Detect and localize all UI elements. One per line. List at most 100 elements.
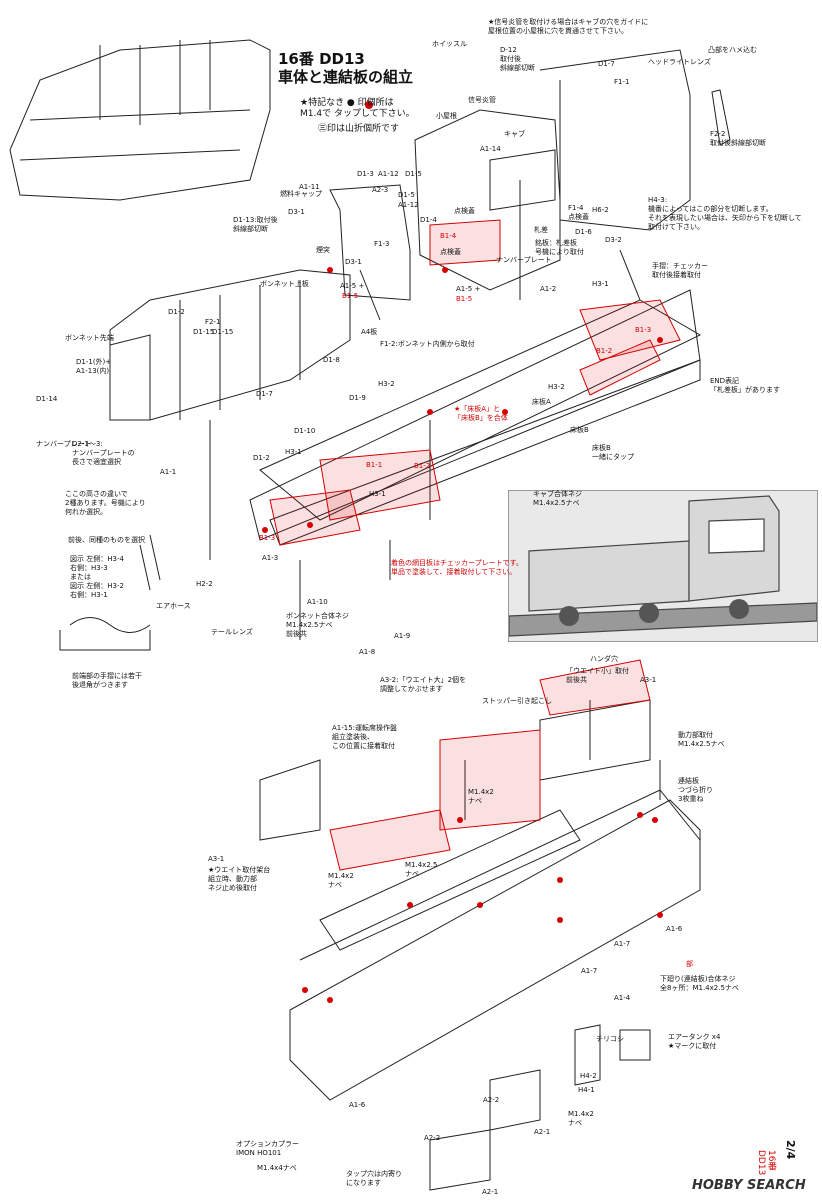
tap-note: ★特記なき ● 印個所は M1.4で タップして下さい。: [300, 98, 415, 119]
part-label: ボンネット先端: [65, 334, 114, 342]
part-label: A1-1: [160, 468, 177, 476]
part-label: エアータンク x4 ★マークに取付: [668, 1033, 721, 1050]
part-label: A1-4: [614, 994, 631, 1002]
part-label: タップ穴は内寄り になります: [346, 1170, 402, 1187]
cab-photo: [508, 490, 818, 642]
part-label: H2-2: [196, 580, 213, 588]
part-label: ★ウエイト取付架台 組立時、動力部 ネジ止め後取付: [208, 866, 271, 892]
part-label: D1-7: [256, 390, 273, 398]
part-label: D1-15: [193, 328, 215, 336]
part-label: テールレンズ: [211, 628, 253, 636]
part-label: D1-6: [575, 228, 592, 236]
part-label: A3-1: [640, 676, 657, 684]
part-label: B1-4: [440, 232, 457, 240]
part-label: D1-15: [212, 328, 234, 336]
title-line1: 16番 DD13: [278, 50, 365, 68]
part-label: B1-3: [635, 326, 652, 334]
page-number: 2/4: [784, 1140, 797, 1160]
part-label: D1-4: [420, 216, 437, 224]
part-label: ここの高さの違いで 2種あります。号機により 何れか選択。: [65, 490, 146, 516]
part-label: A1-15:運転席操作盤 組立塗装後、 この位置に接着取付: [332, 724, 398, 750]
part-label: 手摺：チェッカー 取付後接着取付: [652, 262, 708, 279]
part-label: A1-6: [666, 925, 683, 933]
part-label: M1.4x2 ナベ: [328, 872, 354, 889]
part-label: H3-1: [369, 490, 386, 498]
part-label: D1-13:取付後 斜線部切断: [233, 216, 278, 233]
title-line2: 車体と連結板の組立: [278, 68, 414, 86]
part-label: 前端部の手摺には若干 後退角がつきます: [72, 672, 142, 689]
part-label: M1.4x2 ナベ: [468, 788, 494, 805]
cab-photo-art: [509, 495, 817, 637]
part-label: B1-3: [259, 534, 276, 542]
part-label: B1-5: [342, 292, 359, 300]
h43-label: H4-3: 機番によってはこの部分を切断します。 それを表現したい場合は、矢印か…: [648, 196, 802, 231]
part-label: A1-5 +: [456, 285, 481, 293]
part-label: D1-3: [357, 170, 374, 178]
part-label: M1.4x2 ナベ: [568, 1110, 594, 1127]
part-label: D1-5: [398, 191, 415, 199]
part-label: キャブ合体ネジ M1.4x2.5ナベ: [533, 490, 582, 507]
part-label: D1-1(外)+ A1-13(内): [76, 358, 112, 375]
part-label: A3-2:「ウエイト大」2個を 調整してかぶせます: [380, 676, 467, 693]
part-label: D3-1: [345, 258, 362, 266]
part-label: 点検蓋: [454, 207, 475, 215]
part-label: A1-10: [307, 598, 328, 606]
part-label: 前後、同種のものを選択: [68, 536, 145, 544]
f22-label: F2-2 取付後斜線部切断: [710, 130, 766, 147]
part-label: オプションカプラー IMON HO101: [236, 1140, 299, 1157]
part-label: F2-1: [205, 318, 221, 326]
part-label: 札差: [534, 226, 548, 234]
part-label: M1.4x4ナベ: [257, 1164, 297, 1172]
part-label: 連結板 つづら折り 3枚重ね: [678, 777, 713, 803]
part-label: H4-1: [578, 1086, 595, 1094]
part-label: A4板: [361, 328, 378, 336]
part-label: D1-9: [349, 394, 366, 402]
part-label: A1-11: [299, 183, 320, 191]
part-label: 部: [686, 960, 693, 968]
part-label: F1-4 点検蓋: [568, 204, 589, 221]
fold-note: ㊂印は山折個所です: [318, 124, 400, 134]
signal-note: ★信号炎管を取付ける場合はキャブの穴をガイドに 屋根位置の小屋根に穴を貫通させて…: [488, 18, 649, 35]
part-label: ハンダ穴: [590, 655, 618, 663]
part-label: 燃料キャップ: [280, 190, 322, 198]
checker-plate-callout: 着色の網目板はチェッカープレートです。 単品で塗装して、接着取付して下さい。: [391, 559, 523, 576]
headlight-label: ヘッドライトレンズ: [648, 58, 711, 66]
part-label: 下廻り(連結板)合体ネジ 全8ヶ所：M1.4x2.5ナベ: [660, 975, 739, 992]
signal-label: 信号炎管: [468, 96, 496, 104]
part-label: キャブ: [504, 130, 525, 138]
part-label: F1-3: [374, 240, 390, 248]
part-label: A1-8: [359, 648, 376, 656]
part-label: D1-10: [294, 427, 316, 435]
part-label: END表記 「札差板」があります: [710, 377, 780, 394]
whistle-label: ホイッスル: [432, 40, 467, 48]
part-label: 動力部取付 M1.4x2.5ナベ: [678, 731, 725, 748]
hame-label: 凸部をハメ込む: [708, 46, 757, 54]
part-label: B1-2: [596, 347, 613, 355]
part-label: H6-2: [592, 206, 609, 214]
part-label: 銘板：札差板 号機により取付: [535, 239, 584, 256]
part-label: H3-2: [378, 380, 395, 388]
part-label: H4-2: [580, 1072, 597, 1080]
part-label: A1-7: [614, 940, 631, 948]
part-label: A1-5 +: [340, 282, 365, 290]
part-label: 図示 左側：H3-4 右側：H3-3 または 図示 左側：H3-2 右側：H3-…: [70, 555, 124, 599]
part-label: 「ウエイト小」取付 前後共: [566, 667, 629, 684]
part-label: A1-3: [262, 554, 279, 562]
page-subtitle: 16番 DD13: [756, 1150, 776, 1176]
part-label: D1-7: [598, 60, 615, 68]
part-label: 床板B: [570, 426, 589, 434]
part-label: A1-12: [378, 170, 399, 178]
part-label: H3-2: [548, 383, 565, 391]
part-label: チリコシ: [596, 1035, 624, 1043]
part-label: A1-12: [398, 201, 419, 209]
part-label: ナンバープレート: [496, 256, 552, 264]
part-label: D1-14: [36, 395, 58, 403]
part-label: ナンバープレート: [36, 440, 92, 448]
part-label: A3-1: [208, 855, 225, 863]
part-label: A2-1: [534, 1128, 551, 1136]
part-label: D1-2: [253, 454, 270, 462]
part-label: A2-2: [424, 1134, 441, 1142]
part-label: H3-1: [592, 280, 609, 288]
part-label: 床板B 一緒にタップ: [592, 444, 634, 461]
